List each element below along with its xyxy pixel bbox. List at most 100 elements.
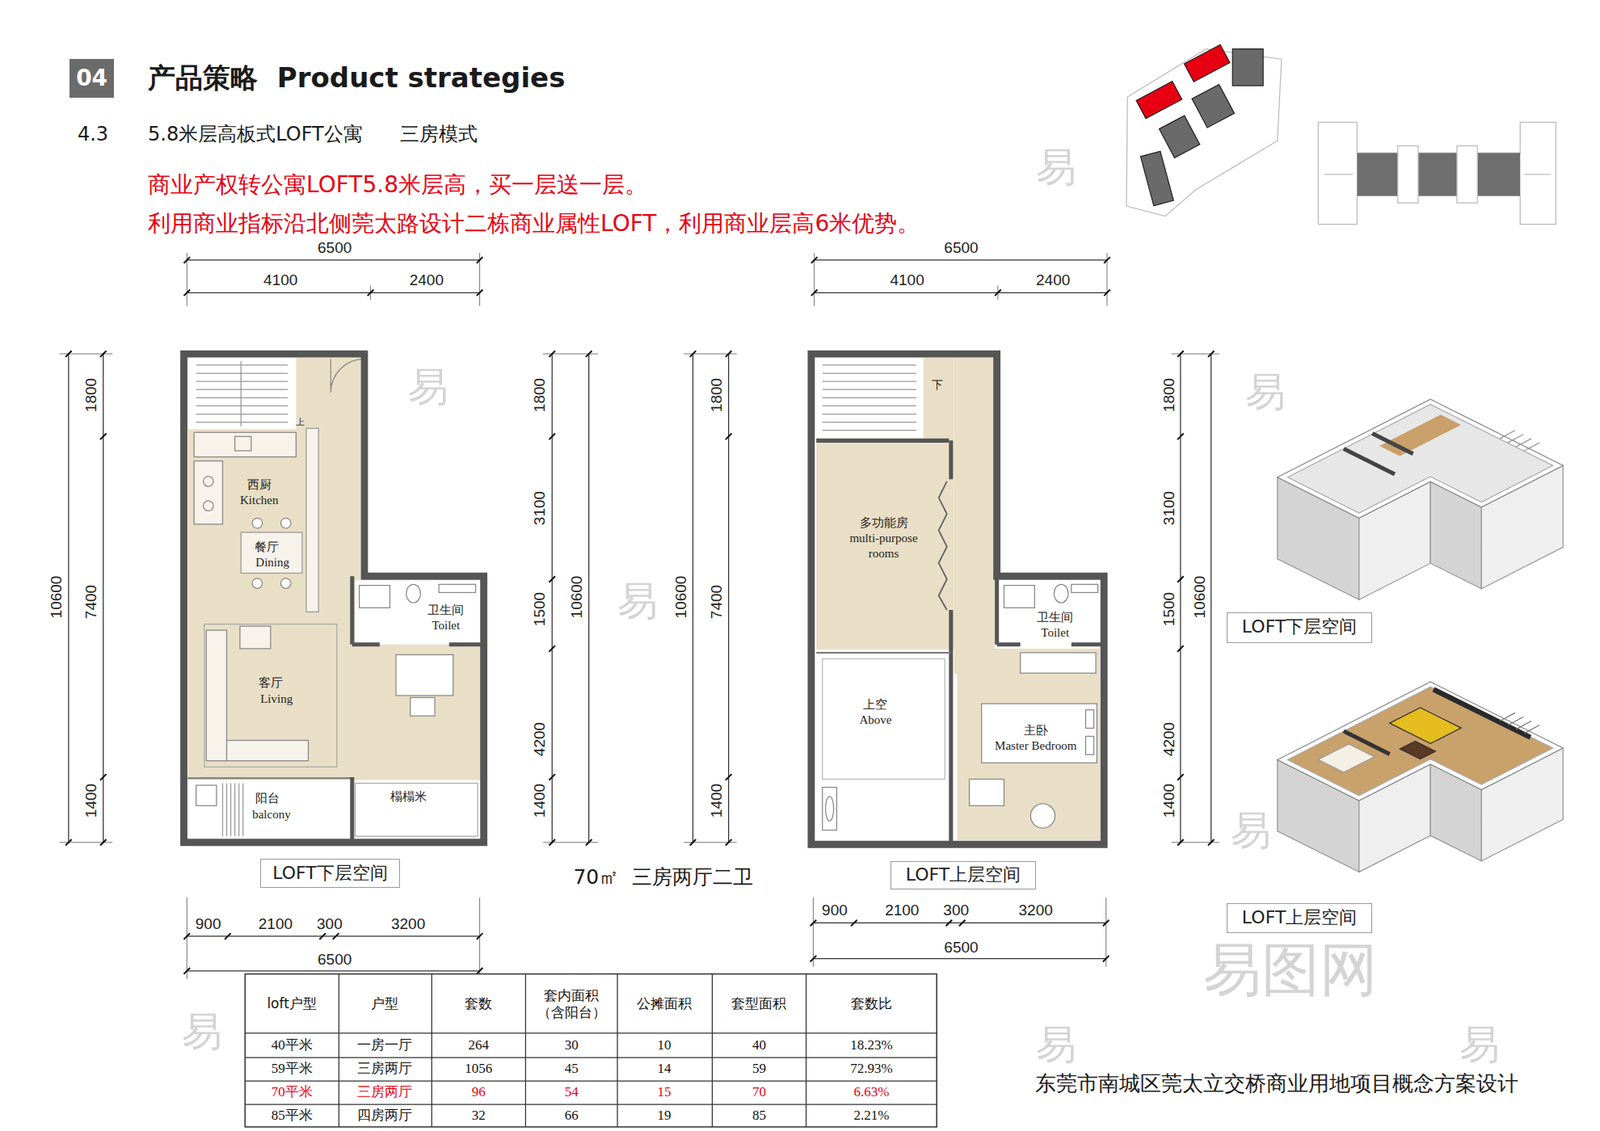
- lower-floor-plan-part: [193, 432, 296, 457]
- upper-floor-plan-part: [956, 648, 1100, 841]
- lower-floor-plan-part: [252, 517, 263, 529]
- room-label: Kitchen: [240, 493, 278, 508]
- table-header: loft户型: [266, 996, 316, 1013]
- upper-floor-plan-part: [938, 481, 948, 611]
- watermark: 易: [408, 364, 449, 412]
- dimension-text: 6500: [317, 239, 352, 255]
- dimension-lines-part: [58, 252, 1219, 980]
- lower-floor-plan-part: [188, 777, 353, 779]
- room-label: 上: [295, 416, 305, 427]
- lower-floor-plan-part: [306, 428, 319, 612]
- upper-floor-plan-part: [948, 440, 953, 843]
- footer-text: 东莞市南城区莞太立交桥商业用地项目概念方案设计: [1035, 1072, 1519, 1097]
- lower-floor-plan-part: [280, 578, 291, 590]
- dimension-text: 1400: [708, 783, 725, 818]
- room-label: 西厨: [247, 478, 272, 493]
- dimension-text: 300: [316, 915, 343, 931]
- table-cell: 59: [752, 1061, 767, 1078]
- upper-floor-plan-part: [1020, 652, 1096, 674]
- key-plan: [1317, 122, 1556, 224]
- table-cell: 70平米: [271, 1085, 313, 1102]
- room-label: Above: [858, 713, 892, 728]
- watermark: 易: [181, 1009, 223, 1057]
- highlight-note: 利用商业指标沿北侧莞太路设计二栋商业属性LOFT，利用商业层高6米优势。: [147, 210, 920, 236]
- dimension-text: 10600: [1191, 575, 1207, 619]
- dimension-text: 3100: [1160, 491, 1176, 526]
- lower-floor-plan-part: [188, 357, 297, 430]
- room-label: balcony: [252, 808, 291, 822]
- upper-floor-plan-part: [1071, 584, 1099, 593]
- label-box: LOFT上层空间: [1226, 903, 1373, 935]
- site-plan: [1126, 44, 1282, 216]
- dimension-text: 4200: [1160, 722, 1176, 757]
- table-cell: 三房两厅: [357, 1061, 413, 1078]
- table-cell: 10: [657, 1038, 672, 1055]
- dimension-text: 1500: [530, 592, 547, 627]
- lower-floor-plan-part: [240, 532, 303, 573]
- dimension-text: 1800: [530, 378, 547, 413]
- table-cell: 15: [657, 1085, 672, 1102]
- dimension-text: 900: [195, 915, 222, 931]
- watermark: 易: [617, 578, 658, 626]
- watermark: 易: [1230, 808, 1272, 855]
- upper-3d-view: [1277, 682, 1563, 872]
- subheading-text: 三房模式: [400, 123, 478, 147]
- room-label: 多功能房: [859, 516, 909, 531]
- table-cell: 96: [471, 1085, 486, 1102]
- table-cell: 40: [752, 1038, 767, 1055]
- upper-3d-view-part: [1343, 731, 1390, 754]
- lower-floor-plan-part: [206, 630, 227, 762]
- table-header: 套数: [464, 996, 493, 1013]
- table-cell: 85平米: [271, 1108, 313, 1125]
- site-plan-part: [1140, 151, 1174, 207]
- lower-floor-plan-part: [252, 578, 263, 590]
- unit-summary: 70㎡ 三房两厅二卫: [572, 866, 754, 890]
- dimension-lines: [58, 252, 1219, 980]
- lower-3d-view-part: [1379, 414, 1462, 456]
- table-cell: 70: [752, 1085, 767, 1102]
- dimension-text: 4100: [889, 271, 924, 287]
- dimension-text: 10600: [673, 575, 689, 619]
- room-label: 阳台: [255, 791, 280, 806]
- room-label: Master Bedroom: [994, 740, 1077, 754]
- upper-3d-view-part: [1317, 744, 1374, 773]
- table-cell: 一房一厅: [357, 1038, 413, 1055]
- site-plan-part: [1191, 84, 1234, 128]
- site-plan-part: [1183, 44, 1230, 82]
- dimension-text: 3100: [530, 491, 547, 526]
- key-plan-part: [1324, 173, 1353, 175]
- room-label: 卫生间: [427, 604, 464, 619]
- site-plan-part: [1136, 81, 1182, 119]
- lower-floor-plan-part: [196, 785, 217, 806]
- dimension-text: 300: [943, 902, 969, 918]
- subheading-text: 5.8米层高板式LOFT公寓: [147, 123, 363, 147]
- box-text: 04: [75, 64, 108, 93]
- lower-floor-plan-part: [406, 584, 422, 603]
- upper-floor-plan-part: [1053, 584, 1069, 603]
- lower-floor-plan-part: [359, 585, 391, 609]
- dimension-lines-part: [65, 256, 592, 974]
- data-table-grid-part: [244, 974, 937, 1128]
- room-label: multi-purpose: [849, 531, 918, 546]
- table-header: 套内面积（含阳台）: [534, 986, 608, 1022]
- page-title: 产品策略 Product strategies: [147, 63, 565, 95]
- lower-floor-plan-part: [227, 741, 309, 762]
- upper-3d-view-part: [1277, 682, 1563, 801]
- key-plan-part: [1317, 122, 1556, 224]
- table-cell: 2.21%: [853, 1108, 889, 1125]
- table-header: 公摊面积: [636, 996, 692, 1013]
- label-box: LOFT上层空间: [890, 861, 1036, 890]
- highlight-note: 商业产权转公寓LOFT5.8米层高，买一层送一层。: [147, 171, 648, 198]
- lower-floor-plan-part: [355, 783, 478, 838]
- upper-3d-view-part: [1389, 707, 1462, 745]
- dimension-text: 2400: [409, 271, 444, 287]
- upper-floor-plan-part: [1085, 710, 1094, 729]
- room-label: Living: [260, 693, 293, 708]
- upper-floor-plan-part: [822, 787, 838, 831]
- dimension-text: 1800: [83, 378, 99, 413]
- lower-3d-view-part: [1499, 430, 1540, 451]
- table-cell: 6.63%: [853, 1085, 889, 1102]
- dimension-text: 10600: [48, 575, 64, 619]
- table-cell: 18.23%: [850, 1038, 893, 1055]
